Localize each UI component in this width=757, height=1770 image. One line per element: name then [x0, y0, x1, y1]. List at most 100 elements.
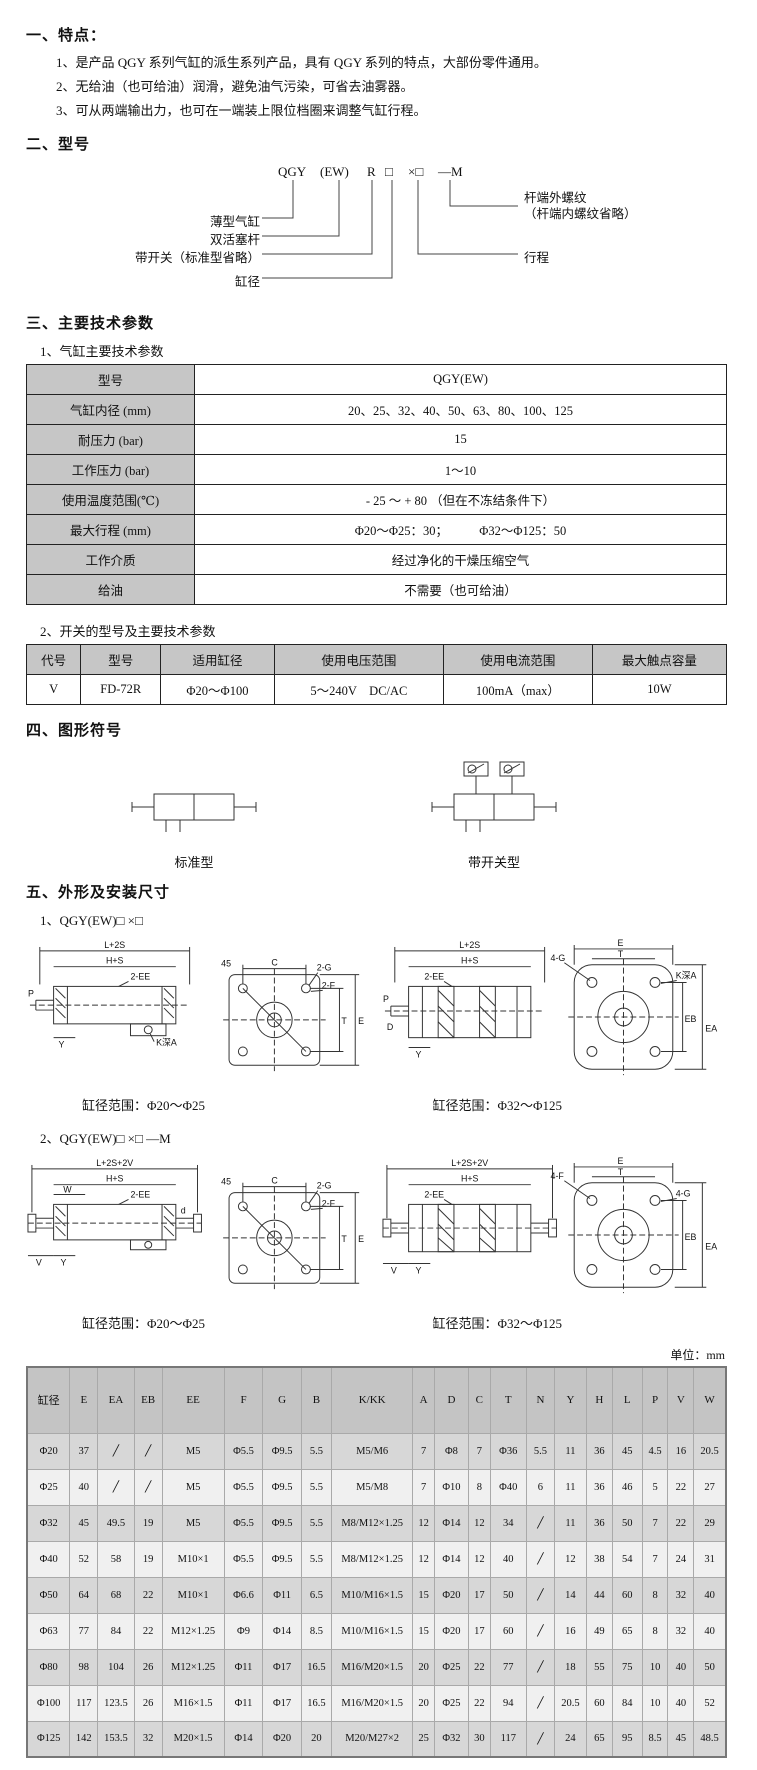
- dim-label-2g: 2-G: [317, 963, 332, 973]
- feature-item: 3、可从两端输出力，也可在一端装上限位档圈来调整气缸行程。: [56, 103, 427, 119]
- section-symbols: 四、图形符号 标准型: [26, 719, 727, 871]
- table-cell: 50: [489, 1576, 527, 1614]
- table-cell: 10: [641, 1648, 669, 1686]
- dims-sub2: 2、QGY(EW)□ ×□ —M: [40, 1131, 171, 1147]
- table-cell: 11: [553, 1504, 588, 1542]
- dim-label-hs: H+S: [461, 1174, 479, 1184]
- dim-label-hs: H+S: [461, 956, 479, 966]
- table-cell: 29: [693, 1504, 727, 1542]
- range-row-threaded: 缸径范围：Φ20～Φ25 缸径范围：Φ32～Φ125: [26, 1313, 727, 1332]
- table-cell: 11: [553, 1468, 588, 1506]
- table-cell: 经过净化的干燥压缩空气: [194, 544, 727, 576]
- table-cell: 22: [468, 1684, 491, 1722]
- table-cell: 36: [586, 1432, 613, 1470]
- table-cell: 最大行程 (mm): [26, 514, 195, 546]
- column-header: N: [525, 1366, 555, 1434]
- table-cell: 12: [412, 1504, 435, 1542]
- table-cell: - 25 ～ + 80 （但在不冻结条件下）: [194, 484, 727, 516]
- table-row: 使用温度范围(℃)- 25 ～ + 80 （但在不冻结条件下）: [26, 484, 727, 516]
- table-cell: Φ50: [26, 1576, 71, 1614]
- table-cell: Φ9.5: [262, 1432, 302, 1470]
- dim-label-c: C: [271, 1176, 278, 1186]
- table-cell: 44: [586, 1576, 613, 1614]
- dim-label-v: V: [36, 1258, 42, 1268]
- table-cell: 26: [133, 1648, 163, 1686]
- table-cell: ╱: [133, 1432, 163, 1470]
- table-cell: 26: [133, 1684, 163, 1722]
- standard-symbol-block: 标准型: [114, 780, 274, 871]
- table-cell: 45: [667, 1720, 695, 1758]
- table-cell: Φ20～Φ25：30； Φ32～Φ125：50: [194, 514, 727, 546]
- table-cell: 耐压力 (bar): [26, 424, 195, 456]
- table-cell: Φ9: [223, 1612, 264, 1650]
- feature-item: 1、是产品 QGY 系列气缸的派生系列产品，具有 QGY 系列的特点，大部份零件…: [56, 55, 547, 70]
- table-cell: M10/M16×1.5: [330, 1612, 414, 1650]
- table-cell: 使用温度范围(℃): [26, 484, 195, 516]
- table-cell: 给油: [26, 574, 195, 606]
- column-header: B: [300, 1366, 332, 1434]
- table-cell: 153.5: [97, 1720, 135, 1758]
- table-cell: Φ9.5: [262, 1504, 302, 1542]
- dim-label-2f: 2-F: [322, 1199, 336, 1209]
- table-cell: 31: [693, 1540, 727, 1578]
- bore-range-small: 缸径范围：Φ20～Φ25: [82, 1098, 206, 1114]
- table-cell: 142: [69, 1720, 99, 1758]
- model-code-m: —M: [438, 164, 463, 180]
- table-cell: 19: [133, 1504, 163, 1542]
- symbols-title: 四、图形符号: [26, 723, 123, 740]
- table-row: 给油不需要（也可给油）: [26, 574, 727, 606]
- table-cell: M16×1.5: [161, 1684, 225, 1722]
- table-cell: Φ9.5: [262, 1540, 302, 1578]
- table-cell: Φ5.5: [223, 1468, 264, 1506]
- table-cell: 12: [412, 1540, 435, 1578]
- table-cell: 14: [553, 1576, 588, 1614]
- dim-label-e: E: [618, 938, 624, 948]
- column-header: 使用电压范围: [273, 644, 445, 676]
- table-cell: Φ11: [262, 1576, 302, 1614]
- table-cell: 32: [667, 1576, 695, 1614]
- table-cell: 10: [641, 1684, 669, 1722]
- table-cell: ╱: [97, 1432, 135, 1470]
- table-cell: M12×1.25: [161, 1648, 225, 1686]
- dim-label-eb: EB: [685, 1232, 697, 1242]
- model-connector-lines: [262, 180, 518, 279]
- dim-label-4f: 4-F: [551, 1171, 565, 1181]
- column-header: EE: [161, 1366, 225, 1434]
- table-cell: 17: [468, 1612, 491, 1650]
- tech-t2-caption: 2、开关的型号及主要技术参数: [40, 624, 216, 640]
- column-header: H: [586, 1366, 613, 1434]
- dim-label-2ee: 2-EE: [130, 972, 150, 982]
- table-cell: 52: [69, 1540, 99, 1578]
- table-cell: 27: [693, 1468, 727, 1506]
- table-cell: 8.5: [300, 1612, 332, 1650]
- table-cell: 46: [611, 1468, 643, 1506]
- dim-label-4g: 4-G: [676, 1189, 691, 1199]
- table-cell: Φ9.5: [262, 1468, 302, 1506]
- table-cell: 32: [667, 1612, 695, 1650]
- table-cell: 5.5: [300, 1468, 332, 1506]
- table-cell: 49: [586, 1612, 613, 1650]
- table-cell: 型号: [26, 364, 195, 396]
- symbols-row: 标准型: [26, 754, 727, 871]
- table-cell: 气缸内径 (mm): [26, 394, 195, 426]
- table-cell: 1～10: [194, 454, 727, 486]
- table-cell: 55: [586, 1648, 613, 1686]
- table-cell: 5.5: [525, 1432, 555, 1470]
- table-cell: 工作介质: [26, 544, 195, 576]
- table-cell: 84: [97, 1612, 135, 1650]
- table-cell: 77: [69, 1612, 99, 1650]
- table-cell: Φ17: [262, 1648, 302, 1686]
- column-header: 代号: [25, 644, 82, 676]
- table-cell: 5: [641, 1468, 669, 1506]
- column-header: T: [489, 1366, 527, 1434]
- dims-sub1: 1、QGY(EW)□ ×□: [40, 913, 143, 929]
- table-cell: ╱: [525, 1720, 555, 1758]
- table-cell: 65: [611, 1612, 643, 1650]
- table-cell: Φ125: [26, 1720, 71, 1758]
- column-header: F: [223, 1366, 264, 1434]
